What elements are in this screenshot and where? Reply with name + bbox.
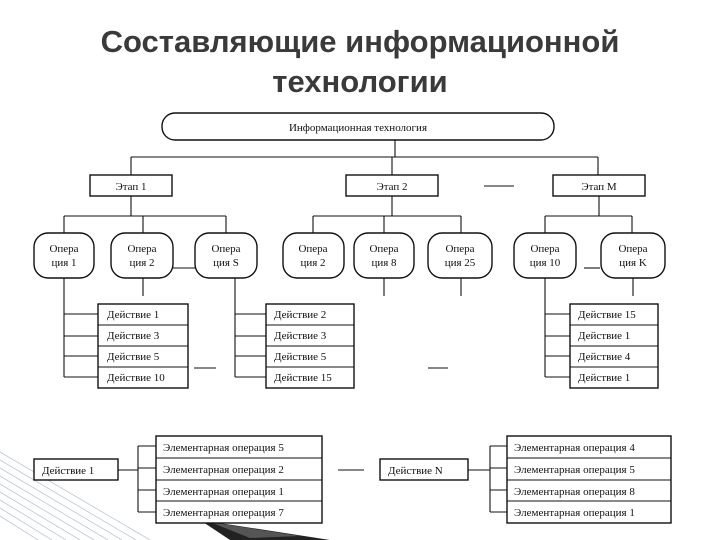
action-label: Действие 10 (107, 372, 165, 384)
stage-1-label: Этап 1 (115, 181, 146, 193)
op-label: Опера (530, 243, 559, 255)
elementary-op-label: Элементарная операция 5 (514, 464, 635, 476)
elementary-op-label: Элементарная операция 5 (163, 442, 284, 454)
op-label: Опера (618, 243, 647, 255)
action-label: Действие 2 (274, 309, 326, 321)
op-label: Опера (49, 243, 78, 255)
action-label: Действие 5 (107, 351, 160, 363)
bottom-action-n-label: Действие N (388, 465, 443, 477)
op-label: ция K (619, 257, 647, 269)
op-label: ция 8 (371, 257, 397, 269)
op-label: ция 10 (530, 257, 561, 269)
op-node (194, 232, 258, 279)
op-node (282, 232, 345, 279)
action-label: Действие 5 (274, 351, 327, 363)
root-label: Информационная технология (289, 122, 427, 134)
op-label: ция 1 (51, 257, 76, 269)
op-node (427, 232, 493, 279)
op-node (353, 232, 415, 279)
op-node (600, 232, 666, 279)
elementary-op-label: Элементарная операция 1 (163, 486, 284, 498)
op-label: Опера (445, 243, 474, 255)
op-label: ция S (213, 257, 239, 269)
op-label: Опера (369, 243, 398, 255)
action-label: Действие 4 (578, 351, 631, 363)
op-node (110, 232, 174, 279)
title-line-2: технологии (272, 64, 448, 99)
action-label: Действие 15 (274, 372, 332, 384)
action-label: Действие 15 (578, 309, 636, 321)
elementary-op-label: Элементарная операция 1 (514, 507, 635, 519)
op-label: ция 2 (129, 257, 154, 269)
op-label: ция 25 (445, 257, 476, 269)
slide-title: Составляющие информационной технологии (0, 22, 720, 102)
op-node (513, 232, 577, 279)
stage-m-label: Этап M (581, 181, 617, 193)
stage-2-label: Этап 2 (376, 181, 407, 193)
root-node (161, 112, 555, 141)
elementary-op-label: Элементарная операция 7 (163, 507, 284, 519)
action-label: Действие 3 (274, 330, 327, 342)
elementary-op-label: Элементарная операция 2 (163, 464, 284, 476)
bottom-action-1-label: Действие 1 (42, 465, 94, 477)
elementary-op-label: Элементарная операция 4 (514, 442, 635, 454)
elementary-op-label: Элементарная операция 8 (514, 486, 635, 498)
action-label: Действие 1 (578, 330, 630, 342)
op-label: ция 2 (300, 257, 325, 269)
title-line-1: Составляющие информационной (100, 24, 620, 59)
action-label: Действие 1 (107, 309, 159, 321)
op-node (33, 232, 95, 279)
action-label: Действие 1 (578, 372, 630, 384)
op-label: Опера (211, 243, 240, 255)
op-label: Опера (127, 243, 156, 255)
op-label: Опера (298, 243, 327, 255)
action-label: Действие 3 (107, 330, 160, 342)
